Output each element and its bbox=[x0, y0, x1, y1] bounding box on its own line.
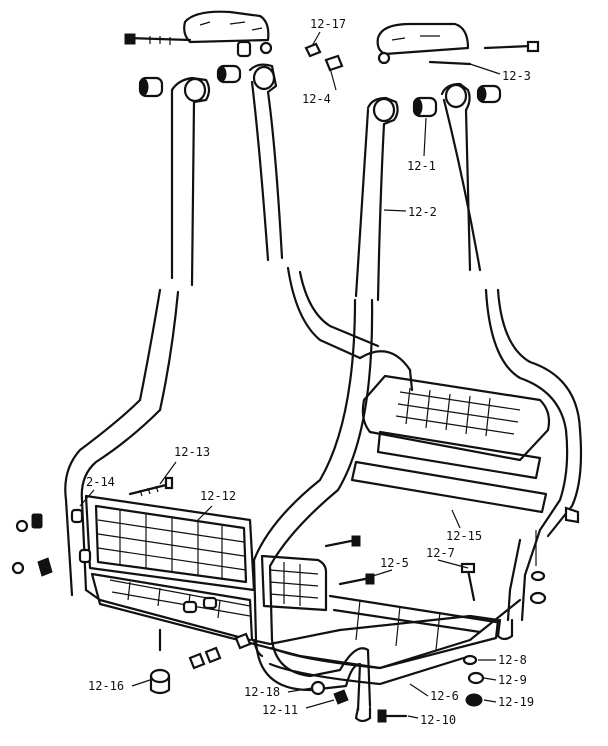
bolt-12-7 bbox=[460, 562, 476, 602]
foot-cap-rear bbox=[354, 706, 372, 723]
top-right-mount-bracket bbox=[376, 22, 470, 56]
front-nuts bbox=[182, 596, 252, 670]
foot-cap-12-16 bbox=[149, 628, 171, 695]
leader-lines bbox=[79, 31, 501, 719]
cap-12-19 bbox=[465, 693, 483, 707]
bushing-left-1 bbox=[138, 76, 164, 98]
top-left-mount-bracket bbox=[183, 10, 270, 44]
callout-12-8: 12-8 bbox=[498, 653, 527, 667]
callout-12-18: 12-18 bbox=[244, 685, 280, 699]
long-bolt-12-13 bbox=[128, 476, 174, 497]
hanger-arm-4 bbox=[440, 82, 582, 432]
right-side-cap-and-washers bbox=[529, 506, 580, 605]
callout-12-6: 12-6 bbox=[430, 689, 459, 703]
callout-12-10: 12-10 bbox=[420, 713, 456, 727]
left-nut-washer-1 bbox=[15, 508, 84, 533]
top-right-bolt bbox=[428, 40, 540, 66]
callout-12-11: 12-11 bbox=[262, 703, 298, 717]
callout-12-13: 12-13 bbox=[174, 445, 210, 459]
top-left-bolt bbox=[124, 33, 192, 45]
top-left-nuts bbox=[236, 40, 273, 58]
callout-12-7: 12-7 bbox=[426, 546, 455, 560]
seat-back-grille bbox=[84, 494, 256, 592]
callout-12-1: 12-1 bbox=[407, 159, 436, 173]
armrest-grille bbox=[260, 554, 328, 612]
bushing-right-1 bbox=[412, 96, 438, 118]
washer-12-9 bbox=[467, 671, 485, 685]
hanger-arm-1 bbox=[138, 76, 211, 412]
rear-seat-panel bbox=[350, 374, 551, 514]
bottom-nut-12-11 bbox=[333, 689, 349, 705]
callout-12-9: 12-9 bbox=[498, 673, 527, 687]
callout-12-2: 12-2 bbox=[408, 205, 437, 219]
bolt-12-10 bbox=[377, 709, 408, 723]
callout-12-5: 12-5 bbox=[380, 556, 409, 570]
callout-12-19: 12-19 bbox=[498, 695, 534, 709]
callout-12-3: 12-3 bbox=[502, 69, 531, 83]
callout-12-12: 12-12 bbox=[200, 489, 236, 503]
hanger-arm-2 bbox=[248, 63, 380, 360]
spacer-12-8 bbox=[462, 654, 478, 666]
bushing-left-2 bbox=[216, 64, 242, 84]
hanger-arm-3 bbox=[354, 96, 399, 302]
foot-pads bbox=[252, 618, 514, 658]
callout-12-16: 12-16 bbox=[88, 679, 124, 693]
frame-bolt-2 bbox=[338, 573, 375, 586]
left-nut-washer-2 bbox=[11, 548, 92, 577]
callout-2-14: 2-14 bbox=[86, 475, 115, 489]
bottom-nut-12-18 bbox=[310, 680, 326, 696]
frame-bolt-1 bbox=[324, 535, 361, 548]
bushing-right-2 bbox=[476, 84, 502, 104]
callout-12-15: 12-15 bbox=[446, 529, 482, 543]
callout-12-17: 12-17 bbox=[310, 17, 346, 31]
seat-bottom-panel bbox=[90, 572, 500, 670]
callout-12-4: 12-4 bbox=[302, 92, 331, 106]
top-right-nuts bbox=[304, 42, 391, 72]
